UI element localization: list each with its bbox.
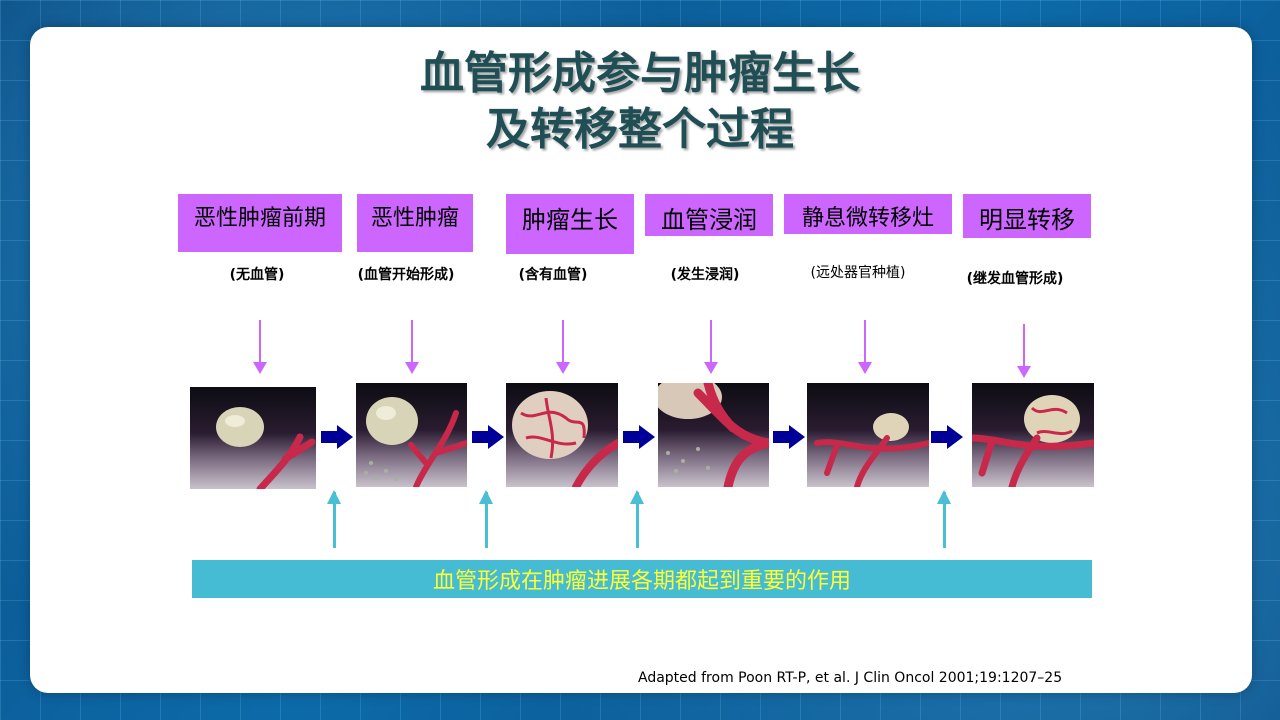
- up-arrow-icon: [630, 490, 644, 548]
- stage-label: 血管浸润: [661, 206, 757, 234]
- citation: Adapted from Poon RT-P, et al. J Clin On…: [638, 670, 1063, 686]
- up-arrow-icon: [937, 490, 951, 548]
- stage-box-vascular-invasion: 血管浸润: [645, 194, 773, 236]
- stage-subtitle: (血管开始形成): [357, 267, 455, 283]
- summary-banner-text: 血管形成在肿瘤进展各期都起到重要的作用: [432, 569, 851, 594]
- right-arrow-icon: [931, 425, 963, 449]
- right-arrow-icon: [623, 425, 655, 449]
- stage-subtitle: (发生浸润): [670, 267, 740, 283]
- vascular-invasion-illustration: [658, 383, 769, 487]
- down-arrow-icon: [253, 320, 267, 374]
- vascularized-tumor-illustration: [506, 383, 618, 487]
- slide-title-line1: 血管形成参与肿瘤生长: [420, 48, 860, 99]
- stage-box-malignant: 恶性肿瘤: [357, 194, 473, 252]
- stage-label: 恶性肿瘤前期: [193, 206, 326, 231]
- stage-box-micrometastasis: 静息微转移灶: [784, 194, 952, 234]
- up-arrow-icon: [479, 490, 493, 548]
- down-arrow-icon: [405, 320, 419, 374]
- down-arrow-icon: [858, 320, 872, 374]
- down-arrow-icon: [704, 320, 718, 374]
- stage-subtitle: (继发血管形成): [966, 271, 1064, 287]
- stage-box-overt-metastasis: 明显转移: [963, 194, 1091, 238]
- summary-banner: 血管形成在肿瘤进展各期都起到重要的作用: [192, 560, 1092, 598]
- down-arrow-icon: [1017, 324, 1031, 378]
- right-arrow-icon: [773, 425, 805, 449]
- stage-label: 恶性肿瘤: [370, 206, 459, 231]
- slide-title-line2: 及转移整个过程: [486, 104, 794, 155]
- stage-label: 明显转移: [979, 206, 1075, 234]
- stage-subtitle: (无血管): [229, 267, 285, 283]
- overt-metastasis-illustration: [972, 383, 1094, 487]
- stage-subtitle: (含有血管): [518, 267, 588, 283]
- avascular-tumor-illustration: [190, 387, 316, 489]
- stage-label: 静息微转移灶: [801, 206, 934, 231]
- early-angiogenesis-illustration: [356, 383, 467, 487]
- right-arrow-icon: [472, 425, 504, 449]
- right-arrow-icon: [321, 425, 353, 449]
- stage-subtitle: (远处器官种植): [810, 265, 906, 281]
- down-arrow-icon: [556, 320, 570, 374]
- stage-box-premalignant: 恶性肿瘤前期: [178, 194, 342, 252]
- dormant-micrometastasis-illustration: [807, 383, 929, 487]
- stage-label: 肿瘤生长: [522, 206, 618, 234]
- up-arrow-icon: [327, 490, 341, 548]
- stage-box-tumor-growth: 肿瘤生长: [506, 194, 634, 254]
